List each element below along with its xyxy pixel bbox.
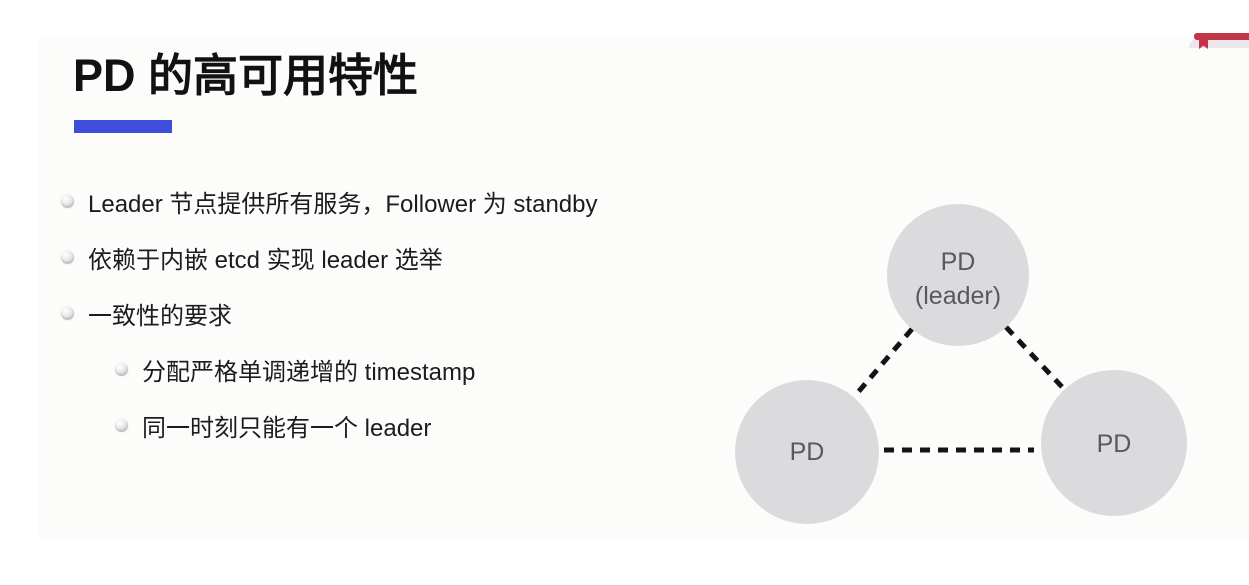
bullet-icon <box>61 194 74 208</box>
bullet-text: Leader 节点提供所有服务，Follower 为 standby <box>88 190 598 218</box>
bullet-icon <box>115 418 128 432</box>
pd-leader-node <box>887 204 1029 346</box>
pd-cluster-diagram: PD (leader) PD PD <box>735 204 1187 524</box>
edge-leader-to-right <box>1004 325 1066 391</box>
title-underline <box>74 120 172 133</box>
pd-follower-right-label: PD <box>1097 430 1132 458</box>
bullet-text: 一致性的要求 <box>88 302 232 330</box>
pd-leader-sublabel: (leader) <box>915 282 1001 310</box>
bullet-item-sub: 分配严格单调递增的 timestamp <box>115 356 597 386</box>
page-title: PD 的高可用特性 <box>73 50 419 101</box>
bullet-icon <box>115 362 128 376</box>
pd-leader-label: PD <box>941 248 976 276</box>
bullet-text: 同一时刻只能有一个 leader <box>142 414 432 442</box>
bookmark-ribbon-fragment[interactable] <box>1189 33 1249 49</box>
ribbon-bar <box>1194 33 1249 40</box>
bullet-list: Leader 节点提供所有服务，Follower 为 standby 依赖于内嵌… <box>61 188 597 468</box>
bullet-text: 依赖于内嵌 etcd 实现 leader 选举 <box>88 246 443 274</box>
bullet-item: 一致性的要求 <box>61 300 597 330</box>
bullet-icon <box>61 306 74 320</box>
edge-leader-to-left <box>852 327 914 399</box>
bullet-text: 分配严格单调递增的 timestamp <box>142 358 476 386</box>
bullet-item-sub: 同一时刻只能有一个 leader <box>115 412 597 442</box>
bookmark-icon <box>1199 40 1208 49</box>
pd-follower-left-node <box>735 380 879 524</box>
pd-follower-right-node <box>1041 370 1187 516</box>
bullet-icon <box>61 250 74 264</box>
bullet-item: Leader 节点提供所有服务，Follower 为 standby <box>61 188 597 218</box>
bullet-item: 依赖于内嵌 etcd 实现 leader 选举 <box>61 244 597 274</box>
ribbon-strip <box>1189 39 1249 48</box>
pd-follower-left-label: PD <box>790 438 825 466</box>
